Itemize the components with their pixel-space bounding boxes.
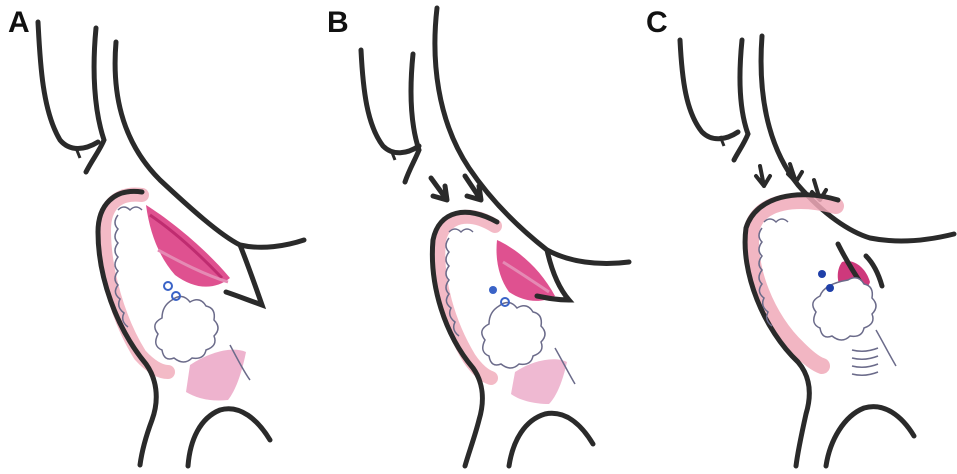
hatched-lines (852, 348, 878, 375)
pharyngeal-tip (226, 245, 262, 305)
panel-a-drawing (0, 0, 319, 474)
palate-outline (115, 42, 304, 247)
tongue-outline (826, 407, 914, 466)
inner-tooth-outline (734, 40, 748, 160)
panel-a: A (0, 0, 319, 474)
lower-muscle-area (511, 359, 567, 404)
tooth-outline (38, 22, 98, 149)
down-arrow-icon (431, 178, 447, 200)
inner-tooth-outline (86, 28, 104, 172)
panel-c-drawing (638, 0, 957, 474)
palate-outline (761, 36, 954, 241)
vessel (826, 284, 834, 292)
panel-b: B (319, 0, 638, 474)
tongue-outline (509, 413, 593, 466)
vessel (818, 270, 826, 278)
tonsil (155, 296, 218, 362)
tonsil (813, 278, 876, 340)
tonsil (482, 302, 545, 368)
panel-c: C (638, 0, 957, 474)
tooth-outline (680, 40, 738, 139)
tongue-outline (188, 409, 270, 466)
panel-b-drawing (319, 0, 638, 474)
panel-label-a: A (8, 8, 30, 38)
palate-outline (435, 8, 629, 264)
panel-label-b: B (327, 8, 349, 38)
panel-label-c: C (646, 8, 668, 38)
vessel (489, 286, 497, 294)
vessel (164, 282, 172, 290)
inner-tooth-outline (405, 54, 419, 182)
mucosa-layer (751, 201, 836, 366)
fine-line (876, 330, 896, 366)
down-arrow-icon (756, 166, 770, 186)
